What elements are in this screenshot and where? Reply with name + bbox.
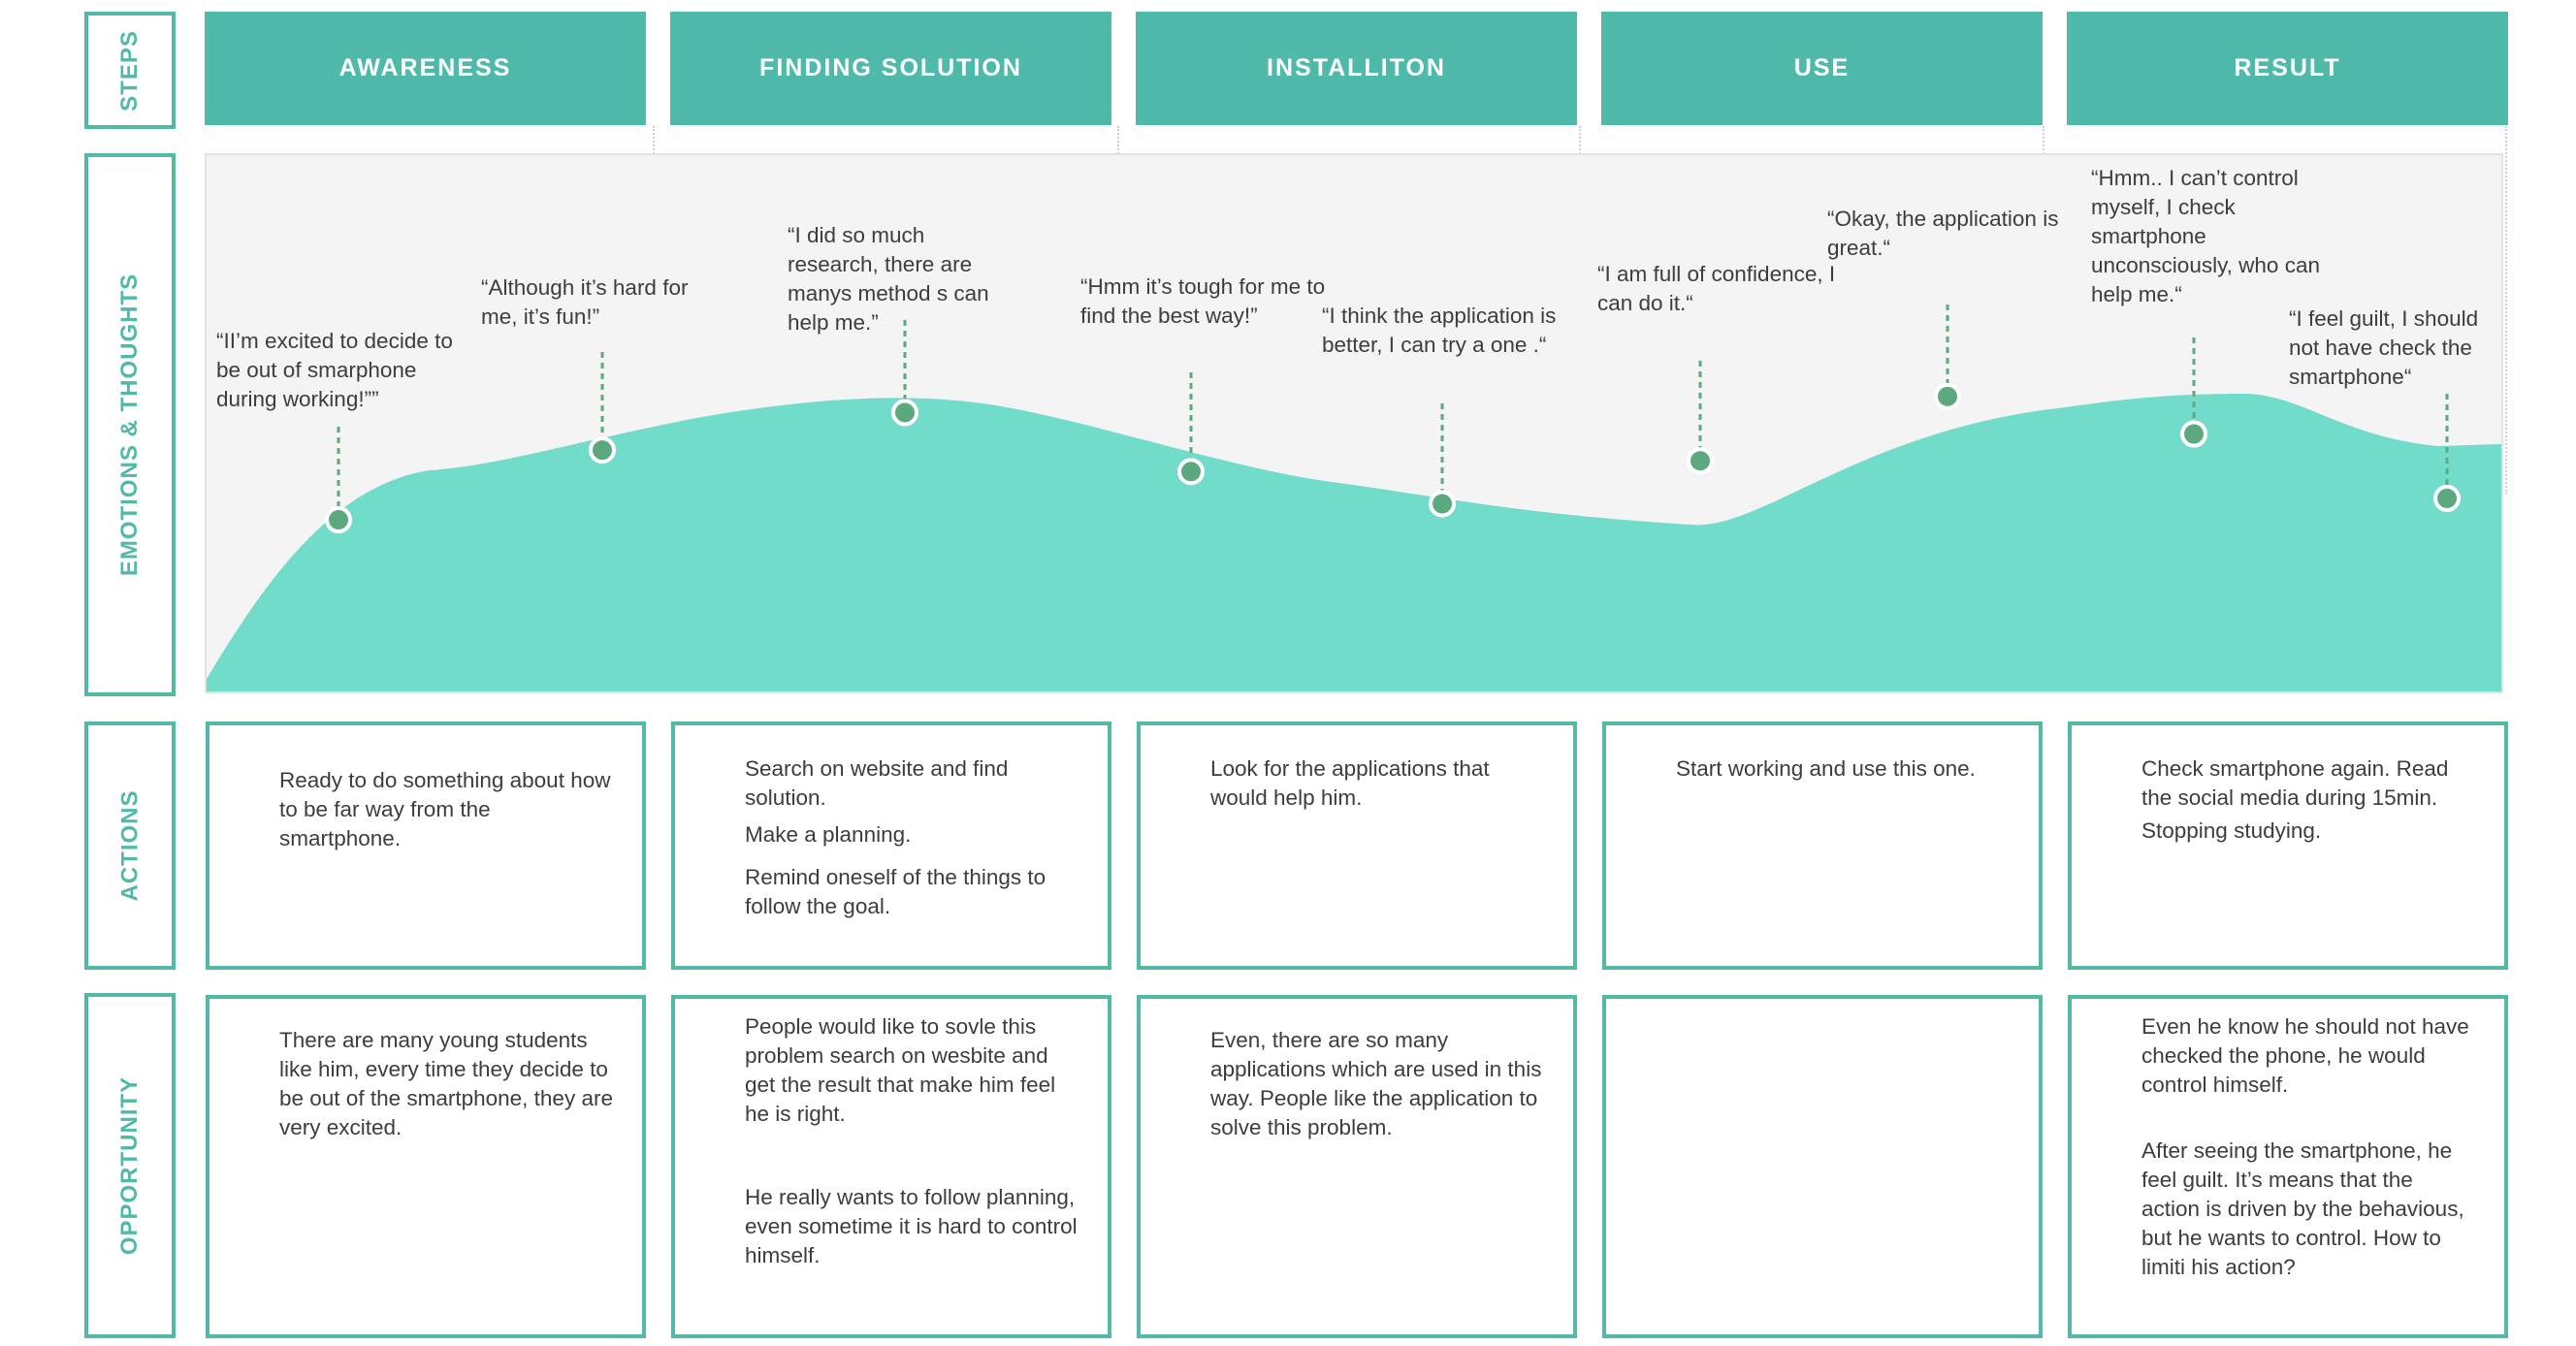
action-cell-result: Check smartphone again. Read the social … [2068,721,2508,970]
action-cell-finding-solution: Search on website and find solution. Mak… [671,721,1111,970]
step-label: AWARENESS [338,54,512,81]
emotion-point [1429,490,1456,518]
action-text: Check smartphone again. Read the social … [2141,756,2449,810]
emotion-quote: “Okay, the application is great.“ [1827,207,2059,260]
step-finding-solution: FINDING SOLUTION [670,12,1111,125]
step-installation: INSTALLITON [1136,12,1577,125]
emotion-quote: “Hmm it’s tough for me to find the best … [1080,274,1326,328]
opportunity-cell-awareness: There are many young students like him, … [206,995,646,1338]
row-label-steps: STEPS [84,12,176,129]
emotion-quote: “I am full of confidence, I can do it.“ [1597,262,1836,315]
emotion-point [2433,484,2461,512]
opportunity-text: Even he know he should not have checked … [2141,1014,2469,1097]
action-text: Stopping studying. [2141,818,2322,843]
opportunity-cell-finding-solution: People would like to sovle this problem … [671,995,1111,1338]
emotion-quote: “I feel guilt, I should not have check t… [2289,306,2479,389]
action-text: Make a planning. [745,822,912,847]
emotion-quote: “Although it’s hard for me, it’s fun!” [481,275,689,329]
step-label: RESULT [2234,54,2341,81]
emotion-point [589,436,616,465]
row-label-opportunity: OPPORTUNITY [84,993,176,1338]
action-text: Look for the applications that would hel… [1210,756,1490,810]
action-text: Start working and use this one. [1676,756,1976,781]
action-text: Ready to do something about how to be fa… [279,768,611,850]
emotion-quote: “I did so much research, there are manys… [788,223,989,335]
emotion-point [325,506,352,534]
row-label-emotions: EMOTIONS & THOUGHTS [84,153,176,696]
row-label-emotions-text: EMOTIONS & THOUGHTS [116,272,143,577]
row-label-opportunity-text: OPPORTUNITY [116,1075,143,1256]
row-label-steps-text: STEPS [115,29,143,112]
emotion-curve [207,394,2501,691]
emotion-curve-svg [207,304,2501,691]
opportunity-cell-installation: Even, there are so many applications whi… [1137,995,1577,1338]
action-text: Remind oneself of the things to follow t… [745,865,1046,918]
emotion-point [1687,447,1714,475]
row-label-actions-text: ACTIONS [116,789,143,902]
emotion-point [2180,420,2207,448]
action-cell-use: Start working and use this one. [1602,721,2043,970]
step-label: INSTALLITON [1267,54,1446,81]
opportunity-cell-result: Even he know he should not have checked … [2068,995,2508,1338]
row-label-actions: ACTIONS [84,721,176,970]
emotion-quote: “Hmm.. I can’t control myself, I check s… [2091,166,2320,306]
opportunity-text: He really wants to follow planning, even… [745,1185,1078,1267]
action-text: Search on website and find solution. [745,756,1009,810]
emotion-quote: “I think the application is better, I ca… [1322,304,1557,357]
step-label: FINDING SOLUTION [759,54,1022,81]
emotion-quote: “II’m excited to decide to be out of sma… [216,329,453,411]
emotion-point [1934,382,1961,410]
opportunity-cell-use [1602,995,2043,1338]
step-use: USE [1601,12,2043,125]
step-divider [2505,126,2507,495]
action-cell-awareness: Ready to do something about how to be fa… [206,721,646,970]
emotion-point [1177,458,1205,486]
opportunity-text: After seeing the smartphone, he feel gui… [2141,1138,2464,1279]
step-awareness: AWARENESS [205,12,646,125]
emotion-chart [205,153,2503,693]
opportunity-text: Even, there are so many applications whi… [1210,1028,1542,1139]
opportunity-text: People would like to sovle this problem … [745,1014,1056,1126]
opportunity-text: There are many young students like him, … [279,1028,613,1139]
emotion-point [891,399,918,427]
action-cell-installation: Look for the applications that would hel… [1137,721,1577,970]
step-result: RESULT [2067,12,2508,125]
step-label: USE [1793,54,1851,81]
